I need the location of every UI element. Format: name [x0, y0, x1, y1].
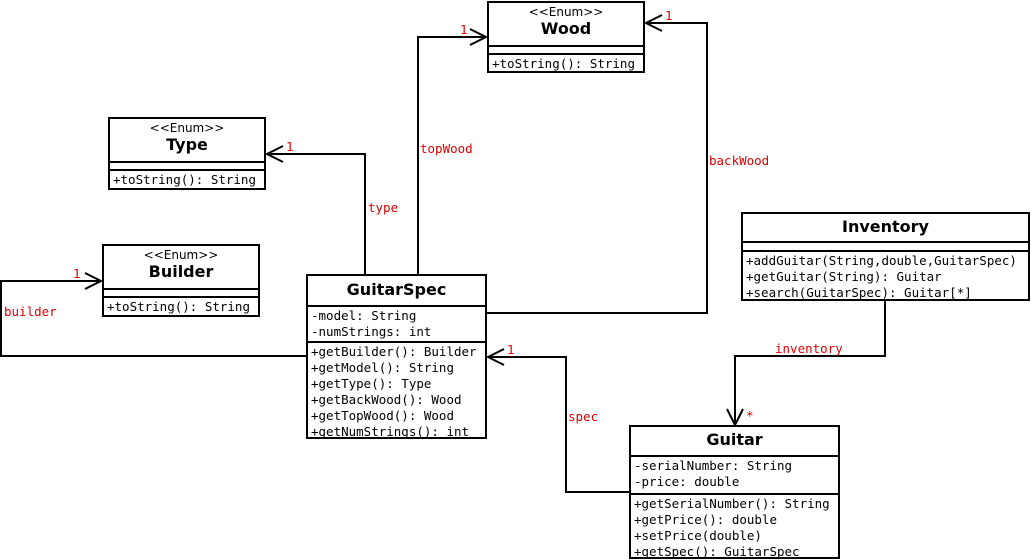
guitar-class-name: Guitar — [706, 430, 763, 449]
wood-methods-compartment: +toString(): String — [489, 53, 643, 72]
builder-class-name: Builder — [148, 262, 214, 281]
wood-attributes-compartment — [489, 45, 643, 53]
guitar-method: +getSpec(): GuitarSpec — [634, 544, 800, 559]
guitarspec-method: +getModel(): String — [311, 360, 454, 375]
topwood-association-line — [417, 36, 486, 275]
guitarspec-methods-compartment: +getBuilder(): Builder +getModel(): Stri… — [308, 341, 485, 440]
backwood-role-label: backWood — [709, 153, 770, 168]
spec-multiplicity: 1 — [507, 342, 515, 357]
guitar-attribute: -price: double — [634, 474, 740, 489]
backwood-association-line — [486, 22, 708, 314]
builder-attributes-compartment — [104, 288, 258, 296]
builder-role-label: builder — [4, 304, 57, 319]
type-enum-class: <<Enum>> Type +toString(): String — [108, 117, 266, 190]
guitar-methods-compartment: +getSerialNumber(): String +getPrice(): … — [631, 493, 838, 560]
guitarspec-attributes-compartment: -model: String -numStrings: int — [308, 305, 485, 341]
guitar-method: +getSerialNumber(): String — [634, 496, 830, 511]
inventory-method: +search(GuitarSpec): Guitar[*] — [746, 285, 972, 300]
inventory-class: Inventory +addGuitar(String,double,Guita… — [741, 212, 1030, 301]
inventory-attributes-compartment — [743, 241, 1028, 250]
builder-multiplicity: 1 — [73, 266, 81, 281]
wood-class-name: Wood — [540, 19, 592, 38]
spec-role-label: spec — [568, 409, 599, 424]
spec-association-line — [488, 356, 630, 493]
wood-enum-class: <<Enum>> Wood +toString(): String — [487, 1, 645, 73]
type-role-label: type — [368, 200, 399, 215]
inventory-association-line — [734, 301, 886, 425]
topwood-role-label: topWood — [420, 141, 473, 156]
guitarspec-method: +getNumStrings(): int — [311, 424, 470, 439]
topwood-multiplicity: 1 — [460, 22, 468, 37]
type-association-line — [267, 153, 366, 275]
type-methods-compartment: +toString(): String — [110, 169, 264, 188]
wood-stereotype: <<Enum>> — [528, 5, 604, 19]
guitarspec-method: +getTopWood(): Wood — [311, 408, 454, 423]
type-attributes-compartment — [110, 161, 264, 169]
guitar-class: Guitar -serialNumber: String -price: dou… — [629, 425, 840, 559]
guitarspec-method: +getType(): Type — [311, 376, 432, 391]
spec-arrowhead — [485, 348, 505, 366]
builder-method: +toString(): String — [107, 299, 250, 314]
inventory-multiplicity: * — [746, 408, 754, 423]
wood-method: +toString(): String — [492, 56, 635, 71]
builder-enum-class: <<Enum>> Builder +toString(): String — [102, 244, 260, 317]
type-stereotype: <<Enum>> — [149, 121, 225, 135]
guitar-attributes-compartment: -serialNumber: String -price: double — [631, 455, 838, 493]
guitarspec-attribute: -model: String — [311, 308, 417, 323]
backwood-arrowhead — [643, 14, 663, 32]
inventory-class-name: Inventory — [842, 217, 929, 236]
builder-methods-compartment: +toString(): String — [104, 296, 258, 315]
backwood-multiplicity: 1 — [665, 8, 673, 23]
guitarspec-method: +getBackWood(): Wood — [311, 392, 462, 407]
guitar-method: +getPrice(): double — [634, 512, 777, 527]
builder-arrowhead — [84, 272, 104, 290]
guitar-method: +setPrice(double) — [634, 528, 762, 543]
inventory-role-label: inventory — [775, 341, 843, 356]
type-method: +toString(): String — [113, 172, 256, 187]
guitarspec-attribute: -numStrings: int — [311, 324, 432, 339]
guitarspec-class: GuitarSpec -model: String -numStrings: i… — [306, 274, 487, 439]
inventory-method: +addGuitar(String,double,GuitarSpec) — [746, 253, 1017, 268]
inventory-method: +getGuitar(String): Guitar — [746, 269, 942, 284]
topwood-arrowhead — [469, 28, 489, 46]
guitarspec-method: +getBuilder(): Builder — [311, 344, 477, 359]
builder-stereotype: <<Enum>> — [143, 248, 219, 262]
inventory-methods-compartment: +addGuitar(String,double,GuitarSpec) +ge… — [743, 250, 1028, 301]
guitar-attribute: -serialNumber: String — [634, 458, 793, 473]
type-arrowhead — [264, 145, 284, 163]
guitarspec-class-name: GuitarSpec — [346, 280, 447, 299]
type-multiplicity: 1 — [286, 139, 294, 154]
type-class-name: Type — [166, 135, 208, 154]
builder-association-line — [0, 280, 307, 357]
